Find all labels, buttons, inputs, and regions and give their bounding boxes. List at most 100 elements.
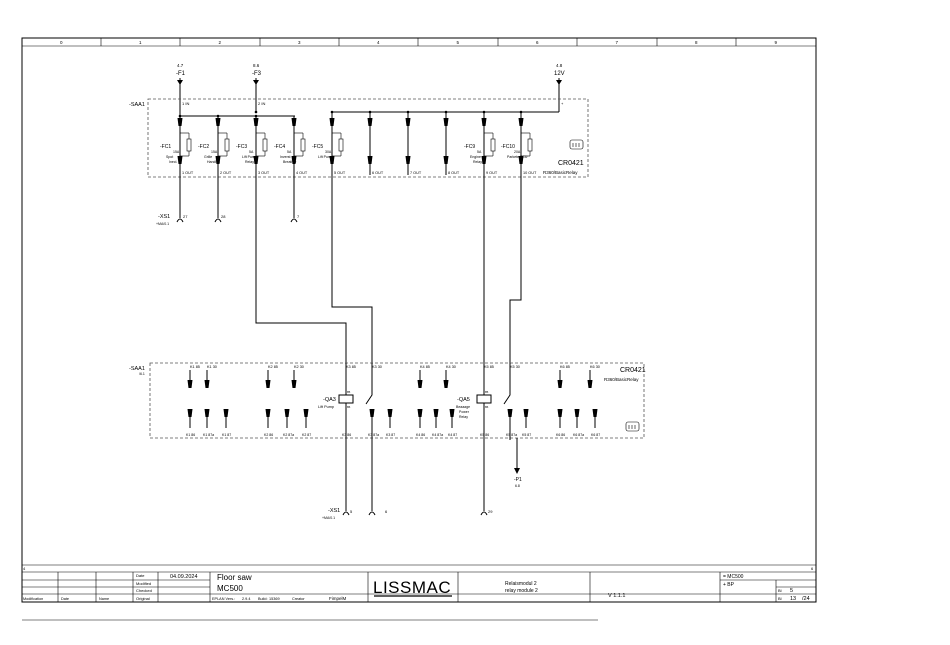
p1-tag: -P1 [514, 477, 522, 483]
version: V 1.1.1 [608, 593, 625, 599]
module-2-output: K5 87 [522, 409, 531, 437]
sheet-number: 5 [790, 588, 793, 594]
fuse-desc: Inverst [280, 155, 291, 159]
creator-value: FimpelM [329, 596, 347, 601]
relay-pin-label: K2 30 [294, 365, 304, 369]
output-label: 4 OUT [296, 171, 308, 175]
page-total: /24 [802, 596, 810, 602]
fuse-desc: Breather [283, 160, 297, 164]
page-label: Bl [778, 596, 782, 601]
fuse-desc: Engine [470, 155, 481, 159]
fuse-tag: -FC9 [464, 144, 475, 150]
fuse-desc: Relay [473, 160, 482, 164]
module-2-output: K3 87 [386, 409, 395, 437]
checked-label: Checked [136, 588, 152, 593]
inter-wiring [255, 175, 522, 363]
ifm-logo [625, 421, 640, 432]
relay-pin-label: K1 30 [207, 365, 217, 369]
module-model: CR0421 [558, 160, 584, 167]
column-number: 5 [457, 40, 460, 45]
footer-modification: Modification [23, 597, 43, 601]
column-number: 2 [219, 40, 222, 45]
fuse-rating: 5A [477, 150, 482, 154]
module-2-output: K1 87a [203, 409, 214, 437]
module-2-output: K4 87a [432, 409, 443, 437]
fuse-tag: -FC3 [236, 144, 247, 150]
module-2-output: K2 87a [283, 409, 294, 437]
relay-desc: Lift Pump [318, 405, 334, 409]
module-2-output: K5 87a [506, 409, 517, 437]
fuse-rating: 5A [249, 150, 254, 154]
supply-name: 12V [554, 71, 565, 77]
module-2-output: K2 87 [302, 409, 311, 437]
column-number: 0 [60, 40, 63, 45]
relay-pin-label: K4 30 [446, 365, 456, 369]
module-2-output: K3 86 [342, 433, 351, 437]
relay-pin-label: K5 30 [510, 365, 520, 369]
relay-desc: Power [459, 410, 470, 414]
supply-ref: 4.7 [177, 63, 184, 68]
relay-pin-label: K5 87a [506, 433, 517, 437]
xs-bottom-terminals: -XS1 +MA/0.1 5 6 29 [322, 508, 493, 520]
column-number: 3 [298, 40, 301, 45]
relay-pin-label: K3 87a [368, 433, 379, 437]
terminal-pin: 6 [385, 509, 388, 514]
output-label: 9 OUT [486, 171, 498, 175]
sheet-frame [21, 37, 817, 603]
footer-name: Name [99, 597, 109, 601]
eplan-version: 2.9.4 [242, 597, 250, 601]
indicator-p1: -P1 6.8 [514, 468, 522, 488]
column-number: 1 [139, 40, 142, 45]
relay-pin-label: K2 86 [264, 433, 273, 437]
module-2-output: K1 87 [222, 409, 231, 437]
fuse-tag: -FC2 [198, 144, 209, 150]
module-tag: -SAA1 [129, 366, 145, 372]
fuse-rating: 30A [325, 150, 332, 154]
module-1-channel: 8 OUT [443, 110, 460, 175]
fuse-desc: Grille [204, 155, 212, 159]
relay-pin-label: K6 86 [556, 433, 565, 437]
fuse-tag: -FC4 [274, 144, 285, 150]
module-2-output: K6 87 [591, 409, 600, 437]
input-label: 1 IN [182, 101, 189, 106]
build-value: 15369 [269, 597, 280, 601]
fuse-desc: Handles [207, 160, 220, 164]
coil-pin: 86 [485, 405, 489, 409]
build-label: Build: [258, 597, 268, 601]
relay-tag: -QA5 [457, 397, 470, 403]
sheet-label: Bl [778, 588, 782, 593]
drawing-subtitle: MC500 [217, 584, 243, 593]
module-model: CR0421 [620, 367, 646, 374]
output-label: 6 OUT [372, 171, 384, 175]
coil-pin: 86 [347, 405, 351, 409]
relay-pin-label: K3 86 [342, 433, 351, 437]
terminal-pin: 7 [297, 214, 300, 219]
relay-pin-label: K3 87 [386, 433, 395, 437]
coil-pin: 85 [485, 390, 489, 394]
relay-pin-label: K4 87a [432, 433, 443, 437]
fuse-tag: -FC1 [160, 144, 171, 150]
module-tag: -SAA1 [129, 102, 145, 108]
module-2-output: K5 86 [480, 433, 489, 437]
module-1-channel: 6 OUT [367, 110, 384, 175]
fuse-tag: -FC10 [501, 144, 515, 150]
terminal-pin: 5 [350, 509, 353, 514]
supply-12v: 4.8 12V [332, 63, 565, 113]
terminal-tag: -XS1 [158, 214, 170, 220]
column-number: 9 [775, 40, 778, 45]
fuse-rating: 15A [173, 150, 180, 154]
location-place: + BP [723, 582, 735, 588]
module-1-channel: 7 OUT [405, 110, 422, 175]
column-number: 7 [616, 40, 619, 45]
date-label: Date [136, 573, 145, 578]
footer-date: Date [61, 597, 69, 601]
